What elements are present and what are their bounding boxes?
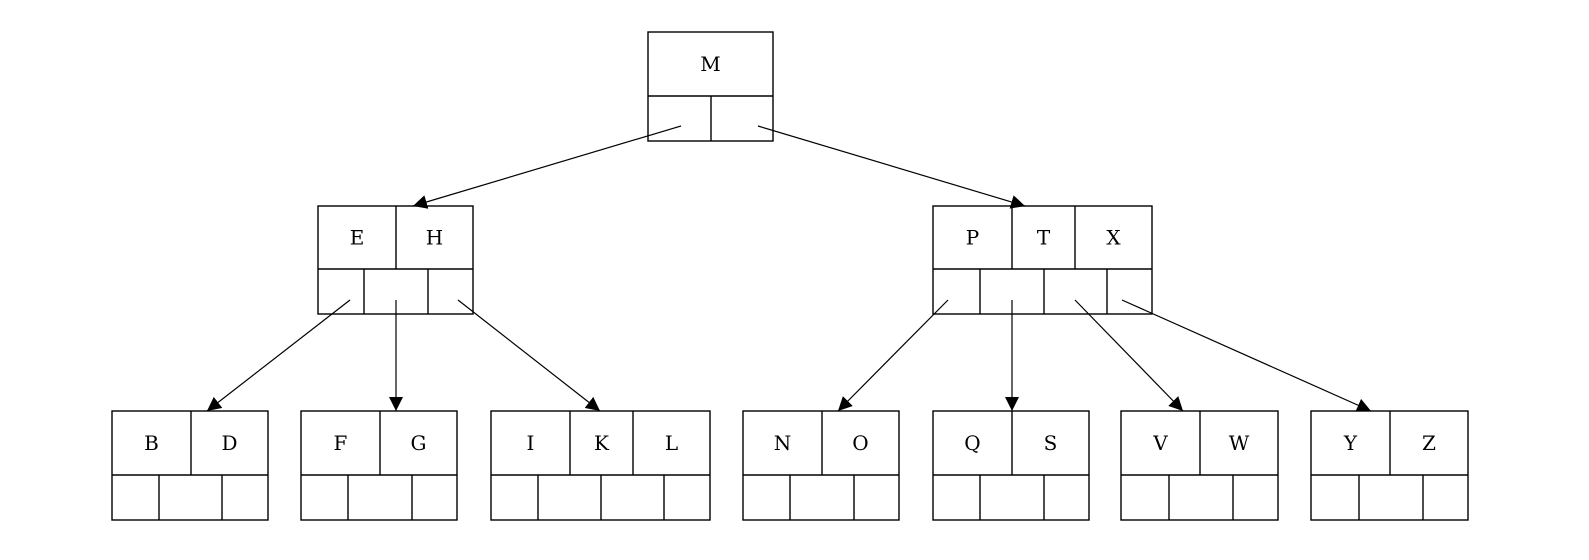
node-key: K	[594, 431, 610, 455]
node-key: Q	[964, 431, 980, 455]
child-pointer-arrow	[206, 299, 351, 412]
node-box	[111, 410, 269, 521]
node-key: D	[221, 431, 237, 455]
tree-node-root: M	[647, 31, 774, 142]
node-key: N	[774, 431, 792, 455]
node-key: E	[350, 226, 365, 250]
node-key: Y	[1343, 431, 1358, 455]
node-key: M	[700, 52, 720, 76]
node-key: S	[1044, 431, 1058, 455]
node-box	[742, 410, 900, 521]
node-box	[932, 205, 1153, 315]
child-pointer-arrow	[757, 125, 1026, 209]
node-key: I	[527, 431, 535, 455]
node-key: F	[334, 431, 348, 455]
node-key: Z	[1422, 431, 1436, 455]
node-box	[300, 410, 458, 521]
node-key: W	[1229, 431, 1250, 455]
child-pointer-arrow	[1121, 299, 1372, 412]
node-key: H	[426, 226, 443, 250]
node-key: X	[1106, 226, 1121, 250]
child-pointer-arrow	[837, 299, 949, 412]
node-key: B	[144, 431, 159, 455]
node-box	[932, 410, 1090, 521]
node-key: G	[411, 431, 427, 455]
node-key: T	[1037, 226, 1051, 250]
node-key: P	[966, 226, 979, 250]
child-pointer-arrow	[412, 125, 682, 209]
child-pointer-arrow	[1074, 299, 1184, 412]
node-key: V	[1152, 431, 1168, 455]
node-key: L	[665, 431, 678, 455]
edges-layer	[206, 125, 1372, 412]
node-key: O	[852, 431, 868, 455]
child-pointer-arrow	[457, 299, 601, 412]
